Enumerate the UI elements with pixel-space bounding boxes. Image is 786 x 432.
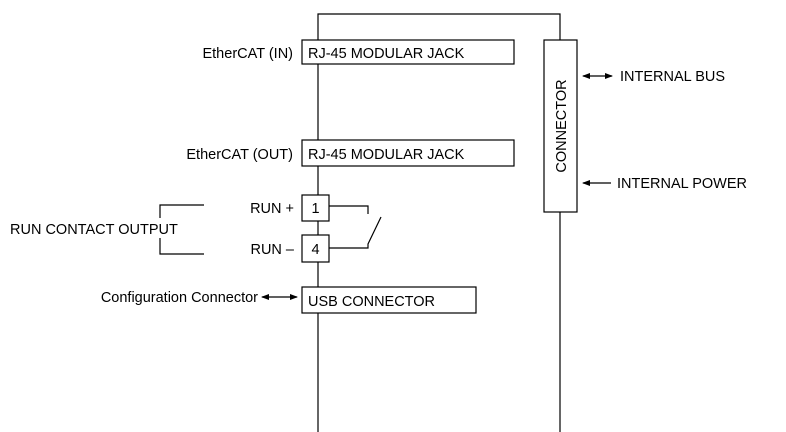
internal-power-label: INTERNAL POWER — [617, 176, 747, 192]
connector-box — [543, 39, 578, 213]
usb-connector-box — [301, 286, 477, 314]
internal-bus-label: INTERNAL BUS — [620, 69, 725, 85]
rj45-in-box — [301, 39, 515, 65]
usb-connector-label: USB CONNECTOR — [308, 294, 435, 310]
run-minus-label: RUN – — [250, 242, 294, 258]
terminal-1-label: 1 — [311, 201, 319, 217]
terminal-1-box — [301, 194, 330, 222]
run-plus-label: RUN + — [250, 201, 294, 217]
run-contact-output-label: RUN CONTACT OUTPUT — [10, 222, 178, 238]
rj45-in-label: RJ-45 MODULAR JACK — [308, 46, 465, 62]
rj45-out-box — [301, 139, 515, 167]
run-output-bracket — [159, 204, 204, 255]
ethercat-out-label: EtherCAT (OUT) — [186, 147, 293, 163]
module-outline — [317, 13, 561, 432]
terminal-4-label: 4 — [311, 242, 319, 258]
connector-label: CONNECTOR — [554, 79, 570, 172]
run-contact-switch — [329, 205, 382, 249]
configuration-connector-label: Configuration Connector — [101, 290, 258, 306]
rj45-out-label: RJ-45 MODULAR JACK — [308, 147, 465, 163]
ethercat-in-label: EtherCAT (IN) — [202, 46, 293, 62]
